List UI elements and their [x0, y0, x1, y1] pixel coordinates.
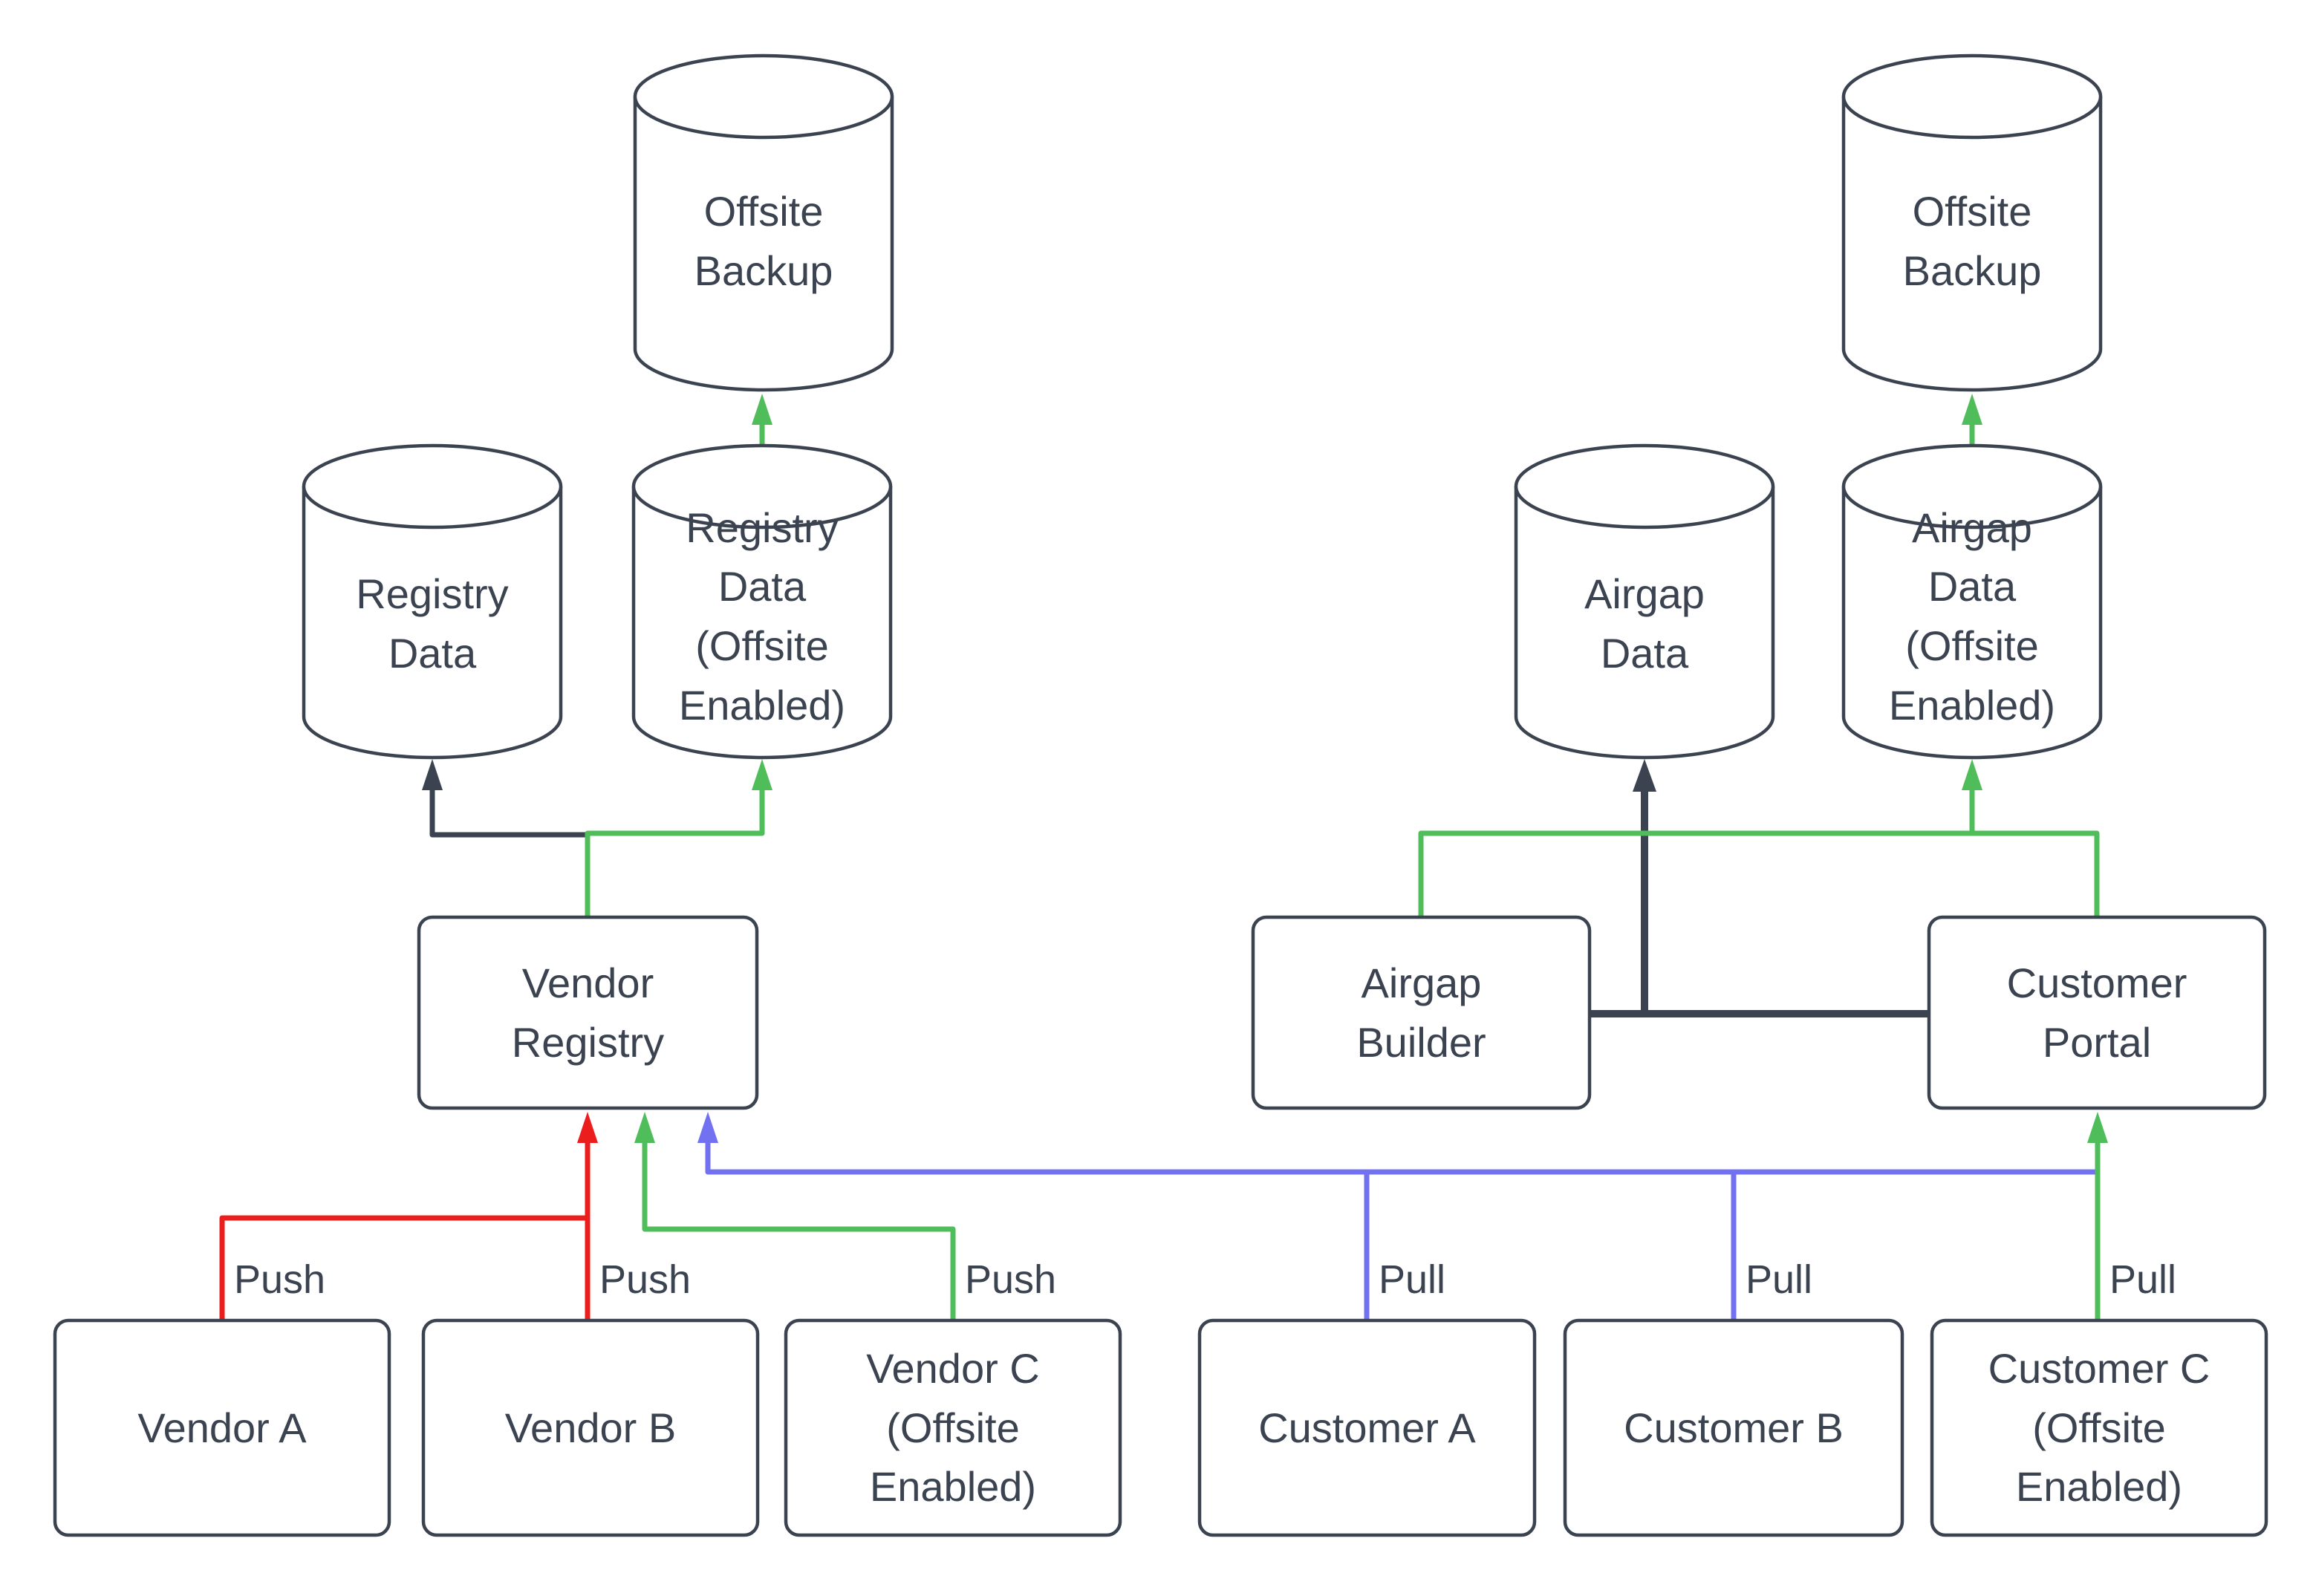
edge-customer-c-pull — [2087, 1112, 2108, 1320]
arrowhead-up-icon — [422, 759, 443, 790]
airgap-builder-box — [1251, 915, 1592, 1110]
arrowhead-up-icon — [634, 1112, 655, 1143]
edge-airgap-data-offsite-to-backup — [1962, 394, 1982, 444]
registry-data-cylinder — [302, 443, 563, 760]
arrowhead-up-icon — [752, 759, 772, 790]
vendor-registry-box — [417, 915, 759, 1110]
edge-line — [585, 790, 765, 919]
edge-vendor-a-push — [219, 1215, 588, 1320]
edge-line — [429, 790, 588, 838]
cylinder-body — [1514, 486, 1775, 760]
cylinder-top — [1841, 443, 2103, 530]
edge-registry-to-registry-data-offsite — [585, 759, 772, 919]
cylinder-body — [633, 97, 894, 392]
arrowhead-up-icon — [1962, 394, 1982, 425]
cylinder-body — [631, 486, 893, 760]
cylinder-top — [1514, 443, 1775, 530]
cylinder-body — [302, 486, 563, 760]
airgap-data-cylinder — [1514, 443, 1775, 760]
arrowhead-up-icon — [697, 1112, 718, 1143]
vendor-c-box — [784, 1318, 1122, 1537]
arrowhead-up-icon — [577, 1112, 598, 1143]
vendor-a-box — [53, 1318, 391, 1537]
airgap-data-offsite-cylinder — [1841, 443, 2103, 760]
cylinder-body — [1841, 97, 2103, 392]
customer-b-box — [1563, 1318, 1904, 1537]
cylinder-top — [631, 443, 893, 530]
arrowhead-up-icon — [752, 394, 772, 425]
registry-data-offsite-cylinder — [631, 443, 893, 760]
customer-c-box — [1930, 1318, 2268, 1537]
cylinder-top — [302, 443, 563, 530]
edge-line — [1418, 830, 2100, 919]
customer-a-box — [1197, 1318, 1537, 1537]
edge-registry-to-registry-data — [422, 759, 588, 838]
edge-builder-portal-to-airgap-data-offsite — [1418, 759, 2100, 919]
offsite-backup-right-cylinder — [1841, 53, 2103, 392]
offsite-backup-left-cylinder — [633, 53, 894, 392]
edge-line — [705, 1143, 2098, 1175]
edge-vendor-c-push — [634, 1112, 956, 1320]
edge-line — [642, 1143, 956, 1320]
edge-builder-portal-to-airgap-data — [1590, 759, 1929, 1017]
cylinder-top — [1841, 53, 2103, 140]
edge-vendor-b-push — [577, 1112, 598, 1320]
arrowhead-up-icon — [1962, 759, 1982, 790]
cylinder-top — [633, 53, 894, 140]
vendor-b-box — [421, 1318, 760, 1537]
cylinder-body — [1841, 486, 2103, 760]
edge-line — [219, 1215, 588, 1320]
customer-portal-box — [1927, 915, 2267, 1110]
edge-registry-data-offsite-to-backup — [752, 394, 772, 444]
arrowhead-up-icon — [2087, 1112, 2108, 1143]
edge-customers-pull — [697, 1112, 2098, 1320]
arrowhead-up-icon — [1633, 759, 1656, 792]
